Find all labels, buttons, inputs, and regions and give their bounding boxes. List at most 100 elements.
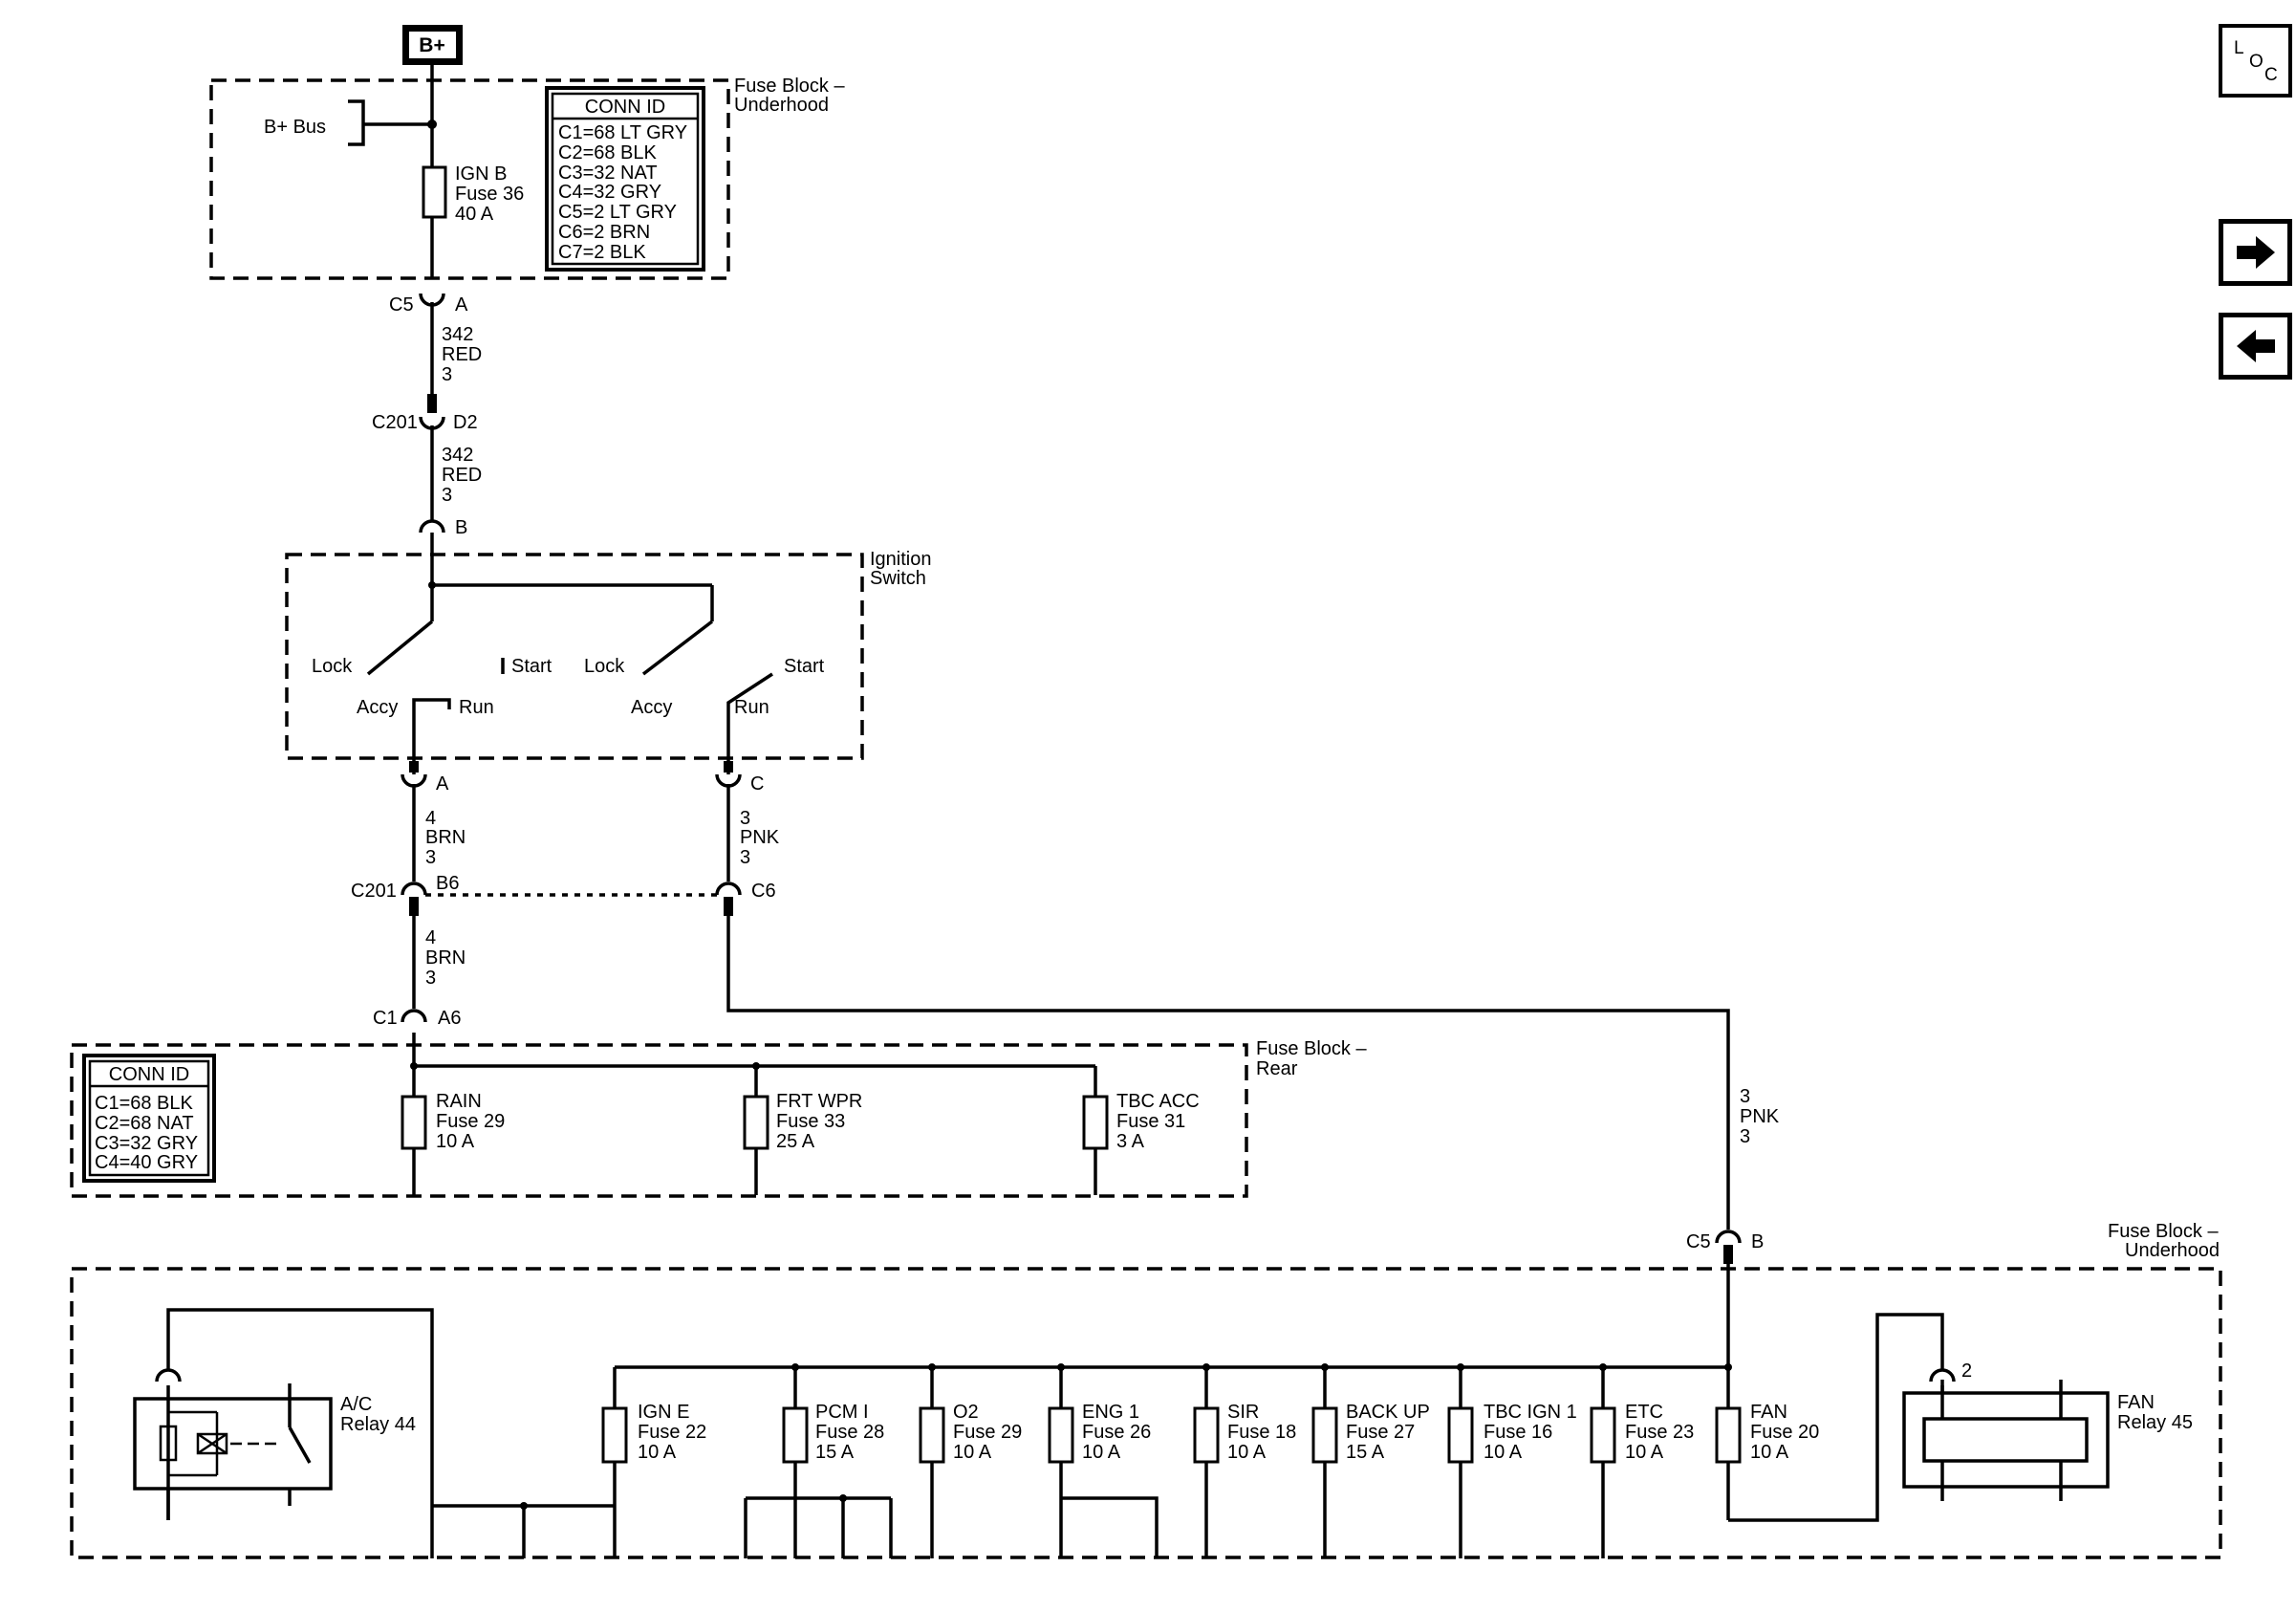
ignition-switch-title: Ignition: [870, 549, 932, 570]
connector-c201-d2: C201 D2: [372, 394, 478, 433]
svg-text:Accy: Accy: [357, 697, 398, 718]
conn-id-table-top: CONN ID C1=68 LT GRY C2=68 BLK C3=32 NAT…: [545, 86, 705, 272]
svg-text:O2: O2: [953, 1402, 979, 1423]
connector-c201-c6: C6: [715, 881, 776, 916]
svg-text:3: 3: [442, 364, 452, 385]
svg-text:A: A: [455, 294, 468, 316]
svg-text:Relay 45: Relay 45: [2117, 1412, 2193, 1433]
svg-text:L: L: [2234, 38, 2244, 58]
svg-text:Fuse 29: Fuse 29: [953, 1422, 1022, 1443]
svg-text:C2=68 NAT: C2=68 NAT: [95, 1113, 194, 1134]
svg-text:Fuse 22: Fuse 22: [638, 1422, 706, 1443]
fuse-ign-e: [601, 1406, 628, 1464]
fuse-etc: [1590, 1406, 1616, 1464]
svg-text:B: B: [1751, 1231, 1764, 1252]
svg-text:SIR: SIR: [1227, 1402, 1259, 1423]
connector-c5-a: C5 A: [389, 293, 468, 316]
fuse-rain: [401, 1095, 427, 1150]
fuse-tbc-acc: [1082, 1095, 1109, 1150]
svg-text:FAN: FAN: [2117, 1392, 2155, 1413]
svg-text:Fuse 31: Fuse 31: [1116, 1111, 1185, 1132]
svg-text:IGN B: IGN B: [455, 163, 507, 185]
svg-text:C4=32 GRY: C4=32 GRY: [558, 182, 661, 203]
fuse-ign-b: [422, 165, 447, 219]
fuse-tbc-ign-1: [1447, 1406, 1474, 1464]
wire-label-4-brn-1: 4 BRN 3: [425, 808, 466, 868]
wire-label-3-pnk-2: 3 PNK 3: [1740, 1086, 1780, 1147]
svg-text:PNK: PNK: [740, 827, 780, 848]
svg-text:342: 342: [442, 324, 473, 345]
svg-text:A6: A6: [438, 1008, 461, 1029]
svg-text:C5: C5: [1686, 1231, 1711, 1252]
conn-id-table-rear: CONN ID C1=68 BLK C2=68 NAT C3=32 GRY C4…: [82, 1054, 216, 1183]
svg-text:RAIN: RAIN: [436, 1091, 482, 1112]
connector-c5-b: C5 B: [1686, 1230, 1764, 1264]
svg-text:Run: Run: [734, 697, 769, 718]
fuse-block-rear-title: Fuse Block –: [1256, 1038, 1367, 1059]
svg-text:3: 3: [442, 485, 452, 506]
wire-label-4-brn-2: 4 BRN 3: [425, 927, 466, 989]
svg-text:10 A: 10 A: [1750, 1442, 1789, 1463]
svg-text:Underhood: Underhood: [734, 95, 829, 116]
fuse-block-underhood-bottom-title: Fuse Block –: [2108, 1221, 2219, 1242]
connector-switch-c: C: [715, 761, 764, 795]
wire-label-342-red-1: 342 RED 3: [442, 324, 482, 385]
fuse-back-up: [1311, 1406, 1338, 1464]
svg-text:C201: C201: [372, 412, 418, 433]
connector-c1-a6: C1 A6: [373, 1008, 461, 1029]
svg-text:Run: Run: [459, 697, 494, 718]
svg-text:Underhood: Underhood: [2125, 1240, 2220, 1261]
arrow-left-icon[interactable]: [2219, 313, 2292, 380]
svg-text:Accy: Accy: [631, 697, 672, 718]
svg-text:C: C: [2264, 65, 2278, 85]
svg-text:A: A: [436, 773, 449, 795]
svg-text:10 A: 10 A: [1227, 1442, 1267, 1463]
svg-text:BRN: BRN: [425, 947, 466, 969]
svg-text:342: 342: [442, 445, 473, 466]
svg-text:10 A: 10 A: [436, 1131, 475, 1152]
fuse-block-underhood-top: Fuse Block – Underhood B+ Bus IGN B Fuse…: [209, 76, 845, 280]
svg-text:PCM I: PCM I: [815, 1402, 869, 1423]
svg-text:Start: Start: [511, 656, 552, 677]
svg-text:15 A: 15 A: [1346, 1442, 1385, 1463]
svg-text:Fuse 23: Fuse 23: [1625, 1422, 1694, 1443]
svg-text:Fuse 20: Fuse 20: [1750, 1422, 1819, 1443]
svg-text:Fuse 27: Fuse 27: [1346, 1422, 1415, 1443]
svg-text:Fuse 33: Fuse 33: [776, 1111, 845, 1132]
svg-text:C5: C5: [389, 294, 414, 316]
svg-text:25 A: 25 A: [776, 1131, 815, 1152]
svg-text:3: 3: [740, 808, 750, 829]
svg-text:Rear: Rear: [1256, 1058, 1298, 1079]
svg-text:PNK: PNK: [1740, 1106, 1780, 1127]
svg-text:C4=40 GRY: C4=40 GRY: [95, 1152, 198, 1173]
svg-text:10 A: 10 A: [953, 1442, 992, 1463]
svg-text:3: 3: [740, 847, 750, 868]
svg-text:10 A: 10 A: [638, 1442, 677, 1463]
connector-switch-a: A: [401, 761, 449, 795]
svg-text:3: 3: [1740, 1126, 1750, 1147]
svg-text:BRN: BRN: [425, 827, 466, 848]
arrow-right-icon[interactable]: [2219, 219, 2292, 286]
svg-text:A/C: A/C: [340, 1394, 372, 1415]
svg-text:FRT WPR: FRT WPR: [776, 1091, 862, 1112]
svg-text:3: 3: [425, 847, 436, 868]
fuse-block-underhood-top-title: Fuse Block –: [734, 76, 845, 97]
fuse-pcm-i: [782, 1406, 809, 1464]
svg-text:CONN ID: CONN ID: [109, 1064, 189, 1085]
svg-text:4: 4: [425, 927, 436, 948]
svg-text:RED: RED: [442, 465, 482, 486]
svg-text:C: C: [750, 773, 764, 795]
svg-text:10 A: 10 A: [1082, 1442, 1121, 1463]
svg-text:TBC ACC: TBC ACC: [1116, 1091, 1200, 1112]
svg-text:4: 4: [425, 808, 436, 829]
svg-text:C201: C201: [351, 881, 397, 902]
svg-text:3: 3: [425, 968, 436, 989]
svg-text:40 A: 40 A: [455, 204, 494, 225]
fuse-o2: [919, 1406, 945, 1464]
connector-c201-b6: C201 B6: [351, 873, 459, 916]
svg-text:10 A: 10 A: [1484, 1442, 1523, 1463]
svg-text:D2: D2: [453, 412, 478, 433]
loc-icon[interactable]: L O C: [2219, 24, 2292, 98]
svg-text:C7=2 BLK: C7=2 BLK: [558, 242, 646, 263]
